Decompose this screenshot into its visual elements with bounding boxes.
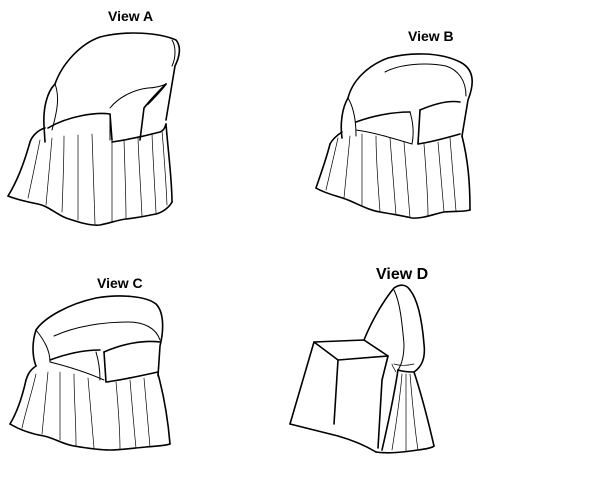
view-a-chair-illustration	[7, 32, 181, 226]
view-c-chair-illustration	[9, 295, 171, 451]
view-d-label: View D	[376, 266, 429, 283]
view-a-label: View A	[108, 8, 154, 24]
view-c-label: View C	[97, 275, 143, 291]
view-b-label: View B	[408, 28, 454, 44]
view-b-chair-illustration	[315, 53, 473, 219]
view-d-chair-illustration	[289, 284, 435, 454]
